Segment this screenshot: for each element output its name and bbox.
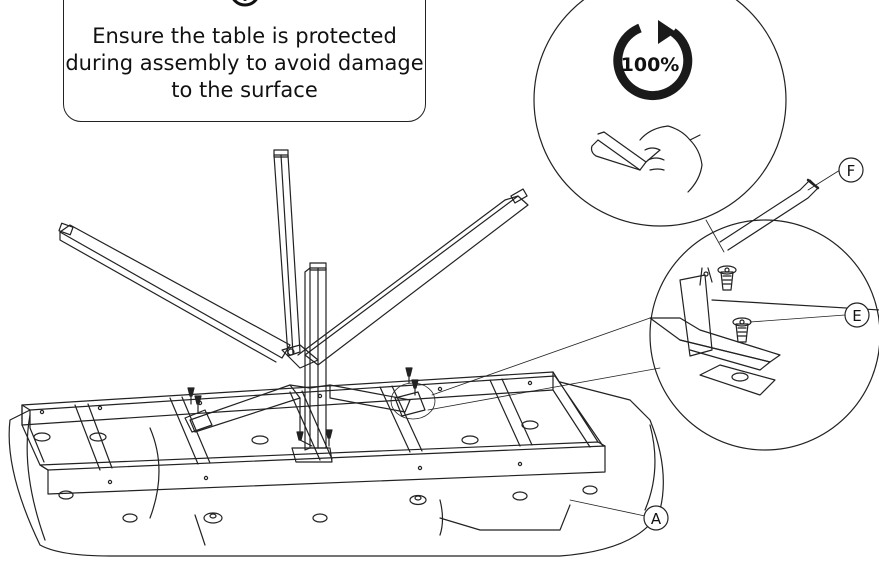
screw-detail	[649, 178, 879, 451]
notice-text: Ensure the table is protected during ass…	[64, 23, 425, 104]
clockwise-rotation-icon	[613, 20, 693, 101]
tabletop	[8, 381, 664, 557]
torque-label: 100%	[621, 54, 680, 76]
hex-key-icon	[590, 131, 661, 171]
callout-A-label: A	[651, 510, 662, 528]
callout-F: F	[838, 157, 864, 183]
caution-icon	[232, 0, 258, 7]
notice-line-3: to the surface	[171, 78, 318, 102]
screws	[187, 367, 419, 447]
notice-box: Ensure the table is protected during ass…	[63, 0, 426, 122]
torque-detail	[533, 0, 787, 227]
callout-A: A	[643, 505, 669, 531]
hand	[639, 125, 703, 193]
table-base	[58, 149, 661, 463]
callout-E: E	[844, 302, 870, 328]
notice-line-1: Ensure the table is protected	[92, 24, 397, 48]
callout-F-label: F	[847, 162, 856, 180]
notice-line-2: during assembly to avoid damage	[65, 51, 424, 75]
callout-E-label: E	[852, 307, 861, 325]
frame	[21, 371, 606, 495]
